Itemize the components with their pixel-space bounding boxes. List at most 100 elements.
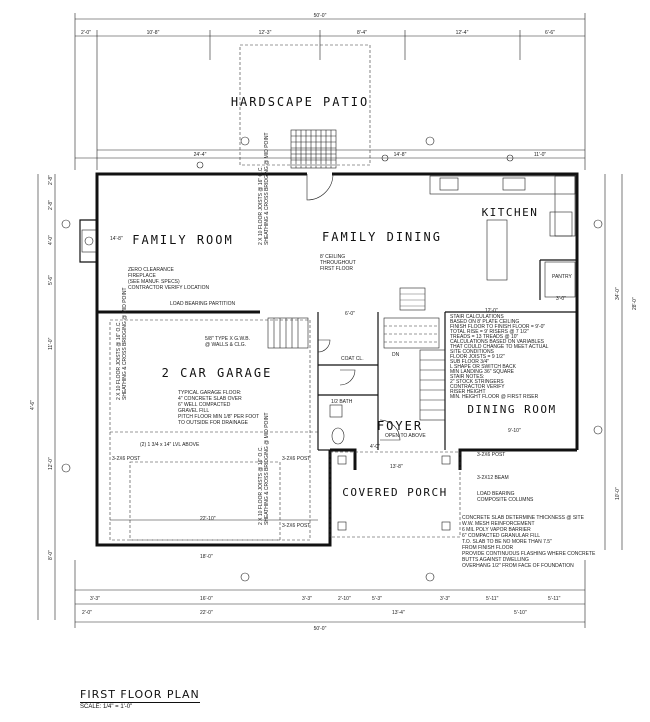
svg-text:5/8" TYPE X G.W.B.: 5/8" TYPE X G.W.B. [205, 336, 250, 342]
svg-text:SUB FLOOR 3/4": SUB FLOOR 3/4" [450, 359, 489, 365]
overall-width-bottom: 50'-0" [314, 626, 327, 632]
svg-text:BUTTS AGAINST DWELLING: BUTTS AGAINST DWELLING [462, 557, 529, 563]
grid-markers [61, 136, 603, 582]
note-post-garage: 3-2X6 POST [282, 523, 310, 529]
note-post-left: 3-2X6 POST [112, 456, 140, 462]
open-above-label: OPEN TO ABOVE [385, 433, 426, 439]
exterior-walls [79, 172, 579, 547]
door-swings [306, 173, 401, 441]
plan-title: FIRST FLOOR PLAN [80, 688, 200, 703]
patio-label: HARDSCAPE PATIO [231, 95, 369, 109]
svg-text:13'-4": 13'-4" [392, 610, 405, 616]
fireplace [81, 229, 97, 253]
dim-top2-2: 14'-8" [394, 152, 407, 158]
svg-text:CONCRETE SLAB DETERMINE THICKN: CONCRETE SLAB DETERMINE THICKNESS @ SITE [462, 515, 585, 521]
svg-text:3'-3": 3'-3" [302, 596, 312, 602]
svg-text:@ WALLS & CLG.: @ WALLS & CLG. [205, 342, 246, 348]
dim-top-6: 6'-6" [545, 30, 555, 36]
svg-text:11'-0": 11'-0" [48, 337, 54, 350]
svg-text:TOTAL RISE = 9' RISERS @ 7 1/2: TOTAL RISE = 9' RISERS @ 7 1/2" [450, 329, 529, 335]
overall-width-top: 50'-0" [314, 13, 327, 19]
note-stair-calc: STAIR CALCULATIONS BASED ON 8' PLATE CEI… [450, 314, 549, 400]
note-lvl: (2) 1 3/4 x 14" LVL ABOVE [140, 442, 200, 448]
svg-text:SHEATHING & CROSS BRIDGING @ M: SHEATHING & CROSS BRIDGING @ MID POINT [264, 413, 270, 526]
top-dimension-lines: 50'-0" 2'-0" 10'-8" 12'-3" 8'-4" 12'-4" … [74, 13, 586, 170]
svg-text:28'-0": 28'-0" [632, 297, 638, 310]
svg-text:MIN. HEIGHT FLOOR @ FIRST RISE: MIN. HEIGHT FLOOR @ FIRST RISER [450, 394, 539, 400]
svg-text:CONTRACTOR VERIFY LOCATION: CONTRACTOR VERIFY LOCATION [128, 285, 210, 291]
svg-text:RISER HEIGHT: RISER HEIGHT [450, 389, 486, 395]
svg-text:2 X 10 FLOOR JOISTS @ 16" O.C.: 2 X 10 FLOOR JOISTS @ 16" O.C. [258, 166, 264, 245]
svg-text:16'-0": 16'-0" [200, 596, 213, 602]
svg-text:BASED ON 8' PLATE CEILING: BASED ON 8' PLATE CEILING [450, 319, 519, 325]
svg-text:COMPOSITE COLUMNS: COMPOSITE COLUMNS [477, 497, 534, 503]
svg-text:CALCULATIONS BASED ON VARIABLE: CALCULATIONS BASED ON VARIABLES [450, 339, 545, 345]
svg-text:STAIR NOTES:: STAIR NOTES: [450, 374, 484, 380]
svg-text:5'-6": 5'-6" [48, 275, 54, 285]
svg-text:OVERHANG 1/2" FROM FACE OF FOU: OVERHANG 1/2" FROM FACE OF FOUNDATION [462, 563, 574, 569]
svg-text:SHEATHING & CROSS BRIDGING @ M: SHEATHING & CROSS BRIDGING @ MID POINT [264, 133, 270, 246]
family-room-label: FAMILY ROOM [132, 233, 233, 247]
note-post-right: 3-2X6 POST [477, 452, 505, 458]
svg-text:4'-6": 4'-6" [30, 400, 36, 410]
note-columns: LOAD BEARING COMPOSITE COLUMNS [477, 491, 534, 503]
dining-room-label: DINING ROOM [467, 403, 556, 416]
svg-text:5'-11": 5'-11" [548, 596, 561, 602]
dim-top-1: 2'-0" [81, 30, 91, 36]
svg-text:MIN LANDING 36" SQUARE: MIN LANDING 36" SQUARE [450, 369, 515, 375]
svg-text:SITE CONDITIONS: SITE CONDITIONS [450, 349, 495, 355]
svg-text:2 X 10 FLOOR JOISTS @ 16" O.C.: 2 X 10 FLOOR JOISTS @ 16" O.C. [258, 446, 264, 525]
svg-text:34'-0": 34'-0" [615, 287, 621, 300]
svg-text:2'-8": 2'-8" [48, 175, 54, 185]
covered-porch-label: COVERED PORCH [342, 486, 448, 499]
note-porch-slab: CONCRETE SLAB DETERMINE THICKNESS @ SITE… [462, 515, 596, 569]
note-beam: 3-2X12 BEAM [477, 475, 509, 481]
svg-text:LOAD BEARING: LOAD BEARING [477, 491, 515, 497]
half-bath: 1/2 BATH COAT CL. [329, 356, 364, 445]
svg-text:FIRST FLOOR: FIRST FLOOR [320, 266, 353, 272]
stairs: DN [267, 287, 446, 421]
dim-top-4: 8'-4" [357, 30, 367, 36]
svg-text:2'-10": 2'-10" [338, 596, 351, 602]
hardscape-patio: HARDSCAPE PATIO [231, 44, 371, 169]
svg-text:4'-0": 4'-0" [48, 235, 54, 245]
coats-label: COAT CL. [341, 356, 364, 362]
svg-text:6" WELL COMPACTED: 6" WELL COMPACTED [178, 402, 231, 408]
svg-text:THROUGHOUT: THROUGHOUT [320, 260, 356, 266]
note-garage-floor: TYPICAL GARAGE FLOOR: 4" CONCRETE SLAB O… [178, 390, 259, 426]
svg-text:2'-0": 2'-0" [82, 610, 92, 616]
plan-scale: SCALE: 1/4" = 1'-0" [80, 704, 133, 710]
foyer-label: FOYER [377, 419, 423, 433]
svg-text:10'-0": 10'-0" [615, 487, 621, 500]
note-drywall: 5/8" TYPE X G.W.B. @ WALLS & CLG. [205, 336, 250, 348]
note-joists-1: 2 X 10 FLOOR JOISTS @ 16" O.C. SHEATHING… [258, 133, 270, 246]
garage-label: 2 CAR GARAGE [162, 366, 273, 380]
covered-porch: COVERED PORCH [329, 451, 461, 538]
svg-text:9'-10": 9'-10" [508, 428, 521, 434]
svg-text:12'-0": 12'-0" [485, 308, 498, 314]
svg-text:14'-8": 14'-8" [110, 236, 123, 242]
svg-text:STAIR CALCULATIONS: STAIR CALCULATIONS [450, 314, 504, 320]
svg-text:TREADS = 13 TREADS @ 10": TREADS = 13 TREADS @ 10" [450, 334, 519, 340]
dim-top-2: 10'-8" [147, 30, 160, 36]
svg-text:SHEATHING & CROSS BRIDGING @ M: SHEATHING & CROSS BRIDGING @ MID POINT [122, 288, 128, 401]
bath-label: 1/2 BATH [331, 399, 353, 405]
svg-text:6" COMPACTED GRANULAR FILL: 6" COMPACTED GRANULAR FILL [462, 533, 540, 539]
svg-text:6'-0": 6'-0" [345, 311, 355, 317]
svg-text:22'-0": 22'-0" [200, 610, 213, 616]
svg-text:2" STOCK STRINGERS: 2" STOCK STRINGERS [450, 379, 504, 385]
right-dimension-lines: 34'-0" 28'-0" 10'-0" [604, 174, 638, 550]
svg-text:FINISH FLOOR TO FINISH FLOOR =: FINISH FLOOR TO FINISH FLOOR = 9'-0" [450, 324, 545, 330]
svg-text:5'-10": 5'-10" [514, 610, 527, 616]
kitchen-label: KITCHEN [482, 206, 539, 219]
left-dimension-lines: 4'-6" 2'-8" 2'-8" 4'-0" 5'-6" 11'-0" 12'… [30, 174, 56, 620]
svg-text:2 X 10 FLOOR JOISTS @ 16" O.C.: 2 X 10 FLOOR JOISTS @ 16" O.C. [116, 321, 122, 400]
dim-top-3: 12'-3" [259, 30, 272, 36]
dim-top2-3: 11'-0" [534, 152, 547, 158]
svg-text:4" CONCRETE SLAB OVER: 4" CONCRETE SLAB OVER [178, 396, 242, 402]
svg-text:8'-0": 8'-0" [48, 550, 54, 560]
svg-text:THAT COULD CHANGE TO MEET ACTU: THAT COULD CHANGE TO MEET ACTUAL [450, 344, 549, 350]
svg-text:3'-0": 3'-0" [556, 296, 566, 302]
svg-text:TO OUTSIDE FOR DRAINAGE: TO OUTSIDE FOR DRAINAGE [178, 420, 249, 426]
